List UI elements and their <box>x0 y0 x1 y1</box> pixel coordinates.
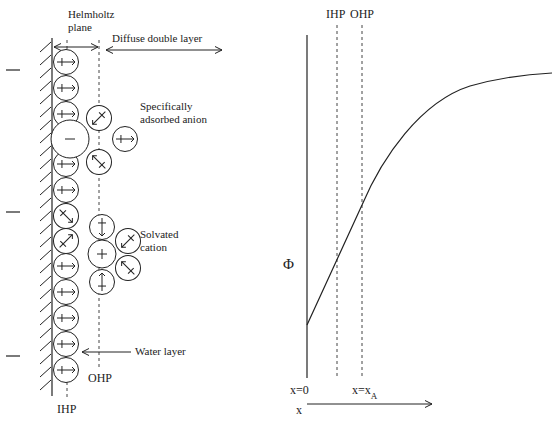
plane-label: OHP <box>88 372 112 386</box>
species-label: Specifically adsorbed anion <box>140 100 232 125</box>
species-label: Water layer <box>135 345 186 358</box>
axis-label: Φ <box>283 256 294 273</box>
plane-label: OHP <box>350 8 374 22</box>
region-label: Diffuse double layer <box>112 32 202 45</box>
plane-label: IHP <box>326 8 345 22</box>
axis-label: x <box>296 404 302 418</box>
axis-tick: x=x <box>352 384 371 398</box>
plane-label: Helmholtz plane <box>68 8 126 33</box>
axis-tick: x=0 <box>290 384 309 398</box>
axis-subscript: A <box>371 391 378 401</box>
species-label: Solvated cation <box>140 228 192 253</box>
plane-label: IHP <box>57 403 76 417</box>
